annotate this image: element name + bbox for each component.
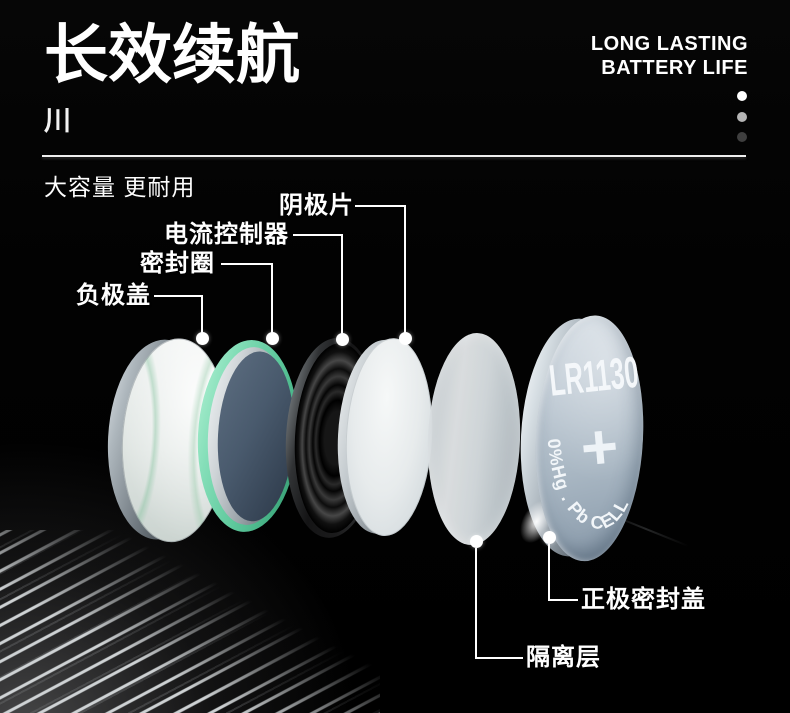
battery-edge-text-svg: 0%Hg . Pb CELL [539, 437, 636, 535]
callout-line [154, 295, 202, 297]
callout-dot [266, 332, 279, 345]
callout-line [293, 234, 342, 236]
battery-edge-text: 0%Hg . Pb CELL [539, 437, 636, 535]
subtitle-line-2: BATTERY LIFE [601, 57, 748, 79]
disc-separator-layer [424, 331, 524, 547]
subtitle-english: LONG LASTING BATTERY LIFE [591, 32, 748, 80]
disc-battery-positive-cover: LR1130 + 0%Hg . Pb CELL [513, 312, 652, 564]
callout-label-separator-layer: 隔离层 [526, 644, 601, 671]
svg-text:0%Hg . Pb CELL: 0%Hg . Pb CELL [539, 437, 636, 535]
disc-cathode-sheet [332, 336, 439, 539]
callout-line [271, 263, 273, 334]
brushed-metal-streaks [0, 530, 380, 713]
callout-dot [470, 535, 483, 548]
header-divider [42, 155, 746, 157]
callout-label-negative-cover: 负极盖 [76, 282, 151, 309]
callout-label-positive-seal-cover: 正极密封盖 [581, 586, 706, 613]
callout-line [548, 544, 550, 600]
callout-line [475, 657, 523, 659]
page-title: 长效续航 [44, 20, 300, 91]
callout-dot [543, 531, 556, 544]
callout-dot [196, 332, 209, 345]
callout-dot [399, 332, 412, 345]
streak-lines [0, 530, 380, 713]
subtitle-line-1: LONG LASTING [590, 33, 748, 55]
separator-layer-face [424, 331, 524, 547]
decor-dot-1 [737, 91, 747, 101]
callout-line [404, 205, 406, 334]
decor-dot-2 [737, 112, 747, 122]
callout-line [355, 205, 406, 207]
callout-label-seal-ring: 密封圈 [140, 250, 215, 277]
decor-dot-3 [737, 132, 747, 142]
callout-dot [336, 333, 349, 346]
callout-line [475, 548, 477, 658]
callout-label-cathode-sheet: 阴极片 [279, 192, 354, 219]
callout-line [341, 234, 343, 335]
tagline: 大容量 更耐用 [44, 174, 196, 200]
river-mark: 川 [44, 106, 71, 136]
callout-label-current-controller: 电流控制器 [164, 221, 289, 248]
callout-line [548, 599, 578, 601]
callout-line [221, 263, 272, 265]
callout-line [201, 295, 203, 335]
battery-face: LR1130 + 0%Hg . Pb CELL [529, 312, 650, 564]
